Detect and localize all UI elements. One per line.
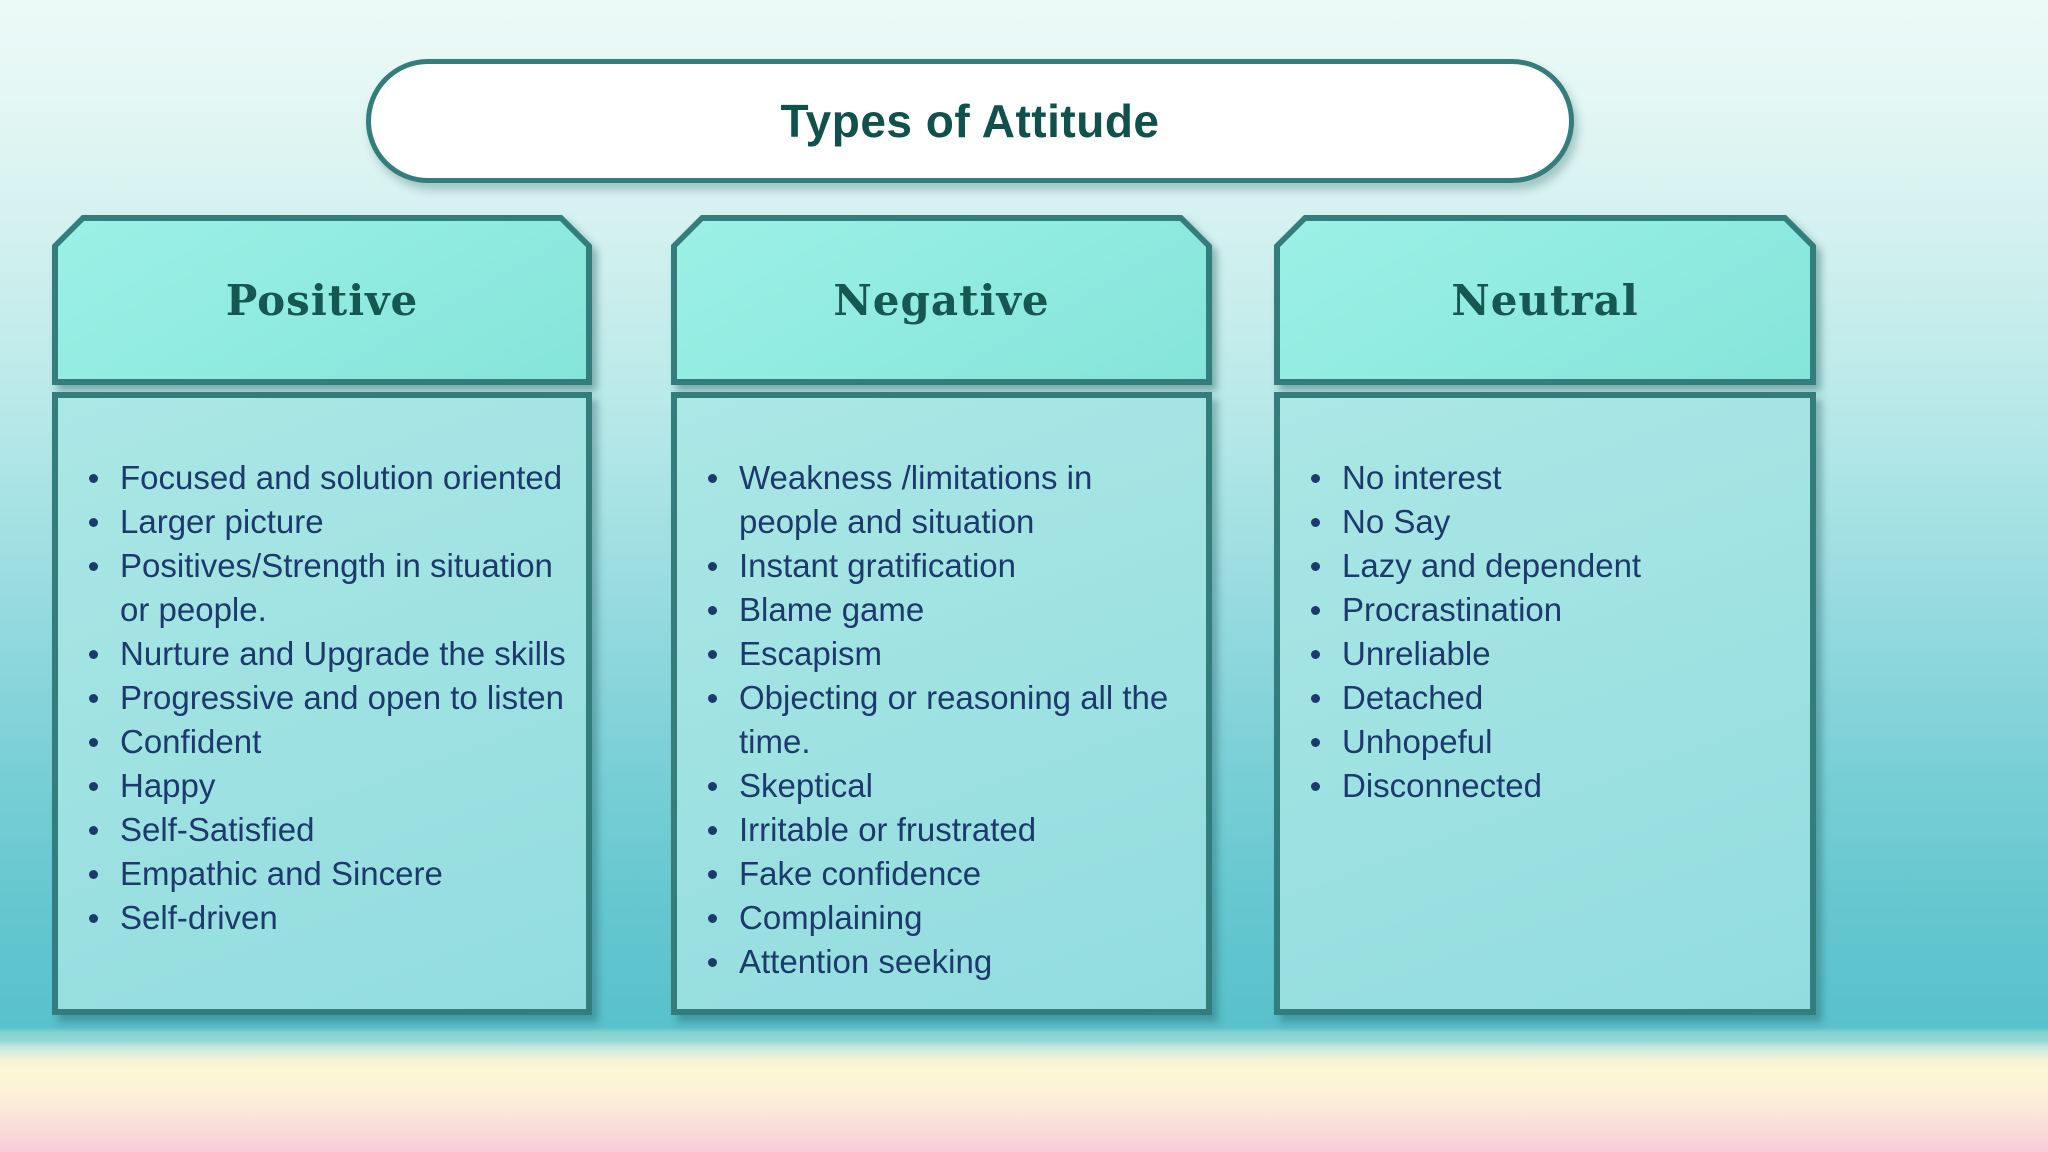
header-fill: Negative — [677, 221, 1206, 379]
list-item: Happy — [86, 764, 576, 808]
list-item: Self-Satisfied — [86, 808, 576, 852]
header-fill: Positive — [58, 221, 586, 379]
list-item: Larger picture — [86, 500, 576, 544]
list-item: Attention seeking — [705, 940, 1195, 984]
list-item: Irritable or frustrated — [705, 808, 1195, 852]
header-box-positive: Positive — [52, 215, 592, 385]
title-banner: Types of Attitude — [366, 59, 1574, 183]
list-item: Lazy and dependent — [1308, 544, 1798, 588]
list-item: Nurture and Upgrade the skills — [86, 632, 576, 676]
list-item: No interest — [1308, 456, 1798, 500]
list-item: Disconnected — [1308, 764, 1798, 808]
list-item: Escapism — [705, 632, 1195, 676]
list-item: Focused and solution oriented — [86, 456, 576, 500]
list-item: Instant gratification — [705, 544, 1195, 588]
list-item: Skeptical — [705, 764, 1195, 808]
list-item: Detached — [1308, 676, 1798, 720]
list-item: Objecting or reasoning all the time. — [705, 676, 1195, 764]
list-item: Complaining — [705, 896, 1195, 940]
body-box-negative: Weakness /limitations in people and situ… — [671, 392, 1212, 1015]
header-label-negative: Negative — [833, 275, 1050, 325]
header-box-neutral: Neutral — [1274, 215, 1816, 385]
header-label-neutral: Neutral — [1451, 275, 1639, 325]
list-item: Unreliable — [1308, 632, 1798, 676]
list-item: Blame game — [705, 588, 1195, 632]
list-item: Unhopeful — [1308, 720, 1798, 764]
list-item: Fake confidence — [705, 852, 1195, 896]
list-item: Empathic and Sincere — [86, 852, 576, 896]
column-negative: Negative Weakness /limitations in people… — [671, 0, 1212, 1152]
list-item: No Say — [1308, 500, 1798, 544]
list-item: Self-driven — [86, 896, 576, 940]
bullet-list-negative: Weakness /limitations in people and situ… — [677, 398, 1206, 984]
header-box-negative: Negative — [671, 215, 1212, 385]
page-title: Types of Attitude — [780, 95, 1160, 147]
list-item: Positives/Strength in situation or peopl… — [86, 544, 576, 632]
list-item: Weakness /limitations in people and situ… — [705, 456, 1195, 544]
list-item: Procrastination — [1308, 588, 1798, 632]
list-item: Progressive and open to listen — [86, 676, 576, 720]
header-fill: Neutral — [1280, 221, 1810, 379]
header-label-positive: Positive — [225, 275, 419, 325]
list-item: Confident — [86, 720, 576, 764]
